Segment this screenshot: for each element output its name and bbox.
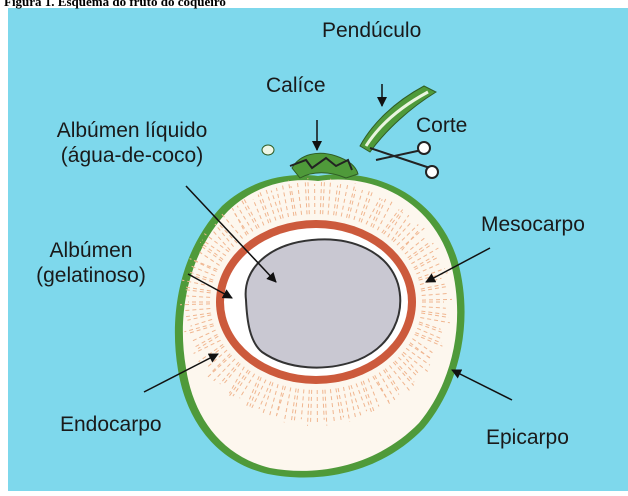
label-liquid-albumen-line1: Albúmen líquido [22,118,242,143]
label-epicarp: Epicarpo [486,425,569,450]
label-calyx: Calíce [266,73,326,98]
label-cut: Corte [416,113,467,138]
label-gelatinous-albumen-line2: (gelatinoso) [16,263,166,288]
label-liquid-albumen: Albúmen líquido (água-de-coco) [22,118,242,168]
label-gelatinous-albumen-line1: Albúmen [16,238,166,263]
figure-caption: Figura 1. Esquema do fruto do coqueiro [4,0,226,10]
label-liquid-albumen-line2: (água-de-coco) [22,143,242,168]
calyx-stub [262,145,274,155]
label-gelatinous-albumen: Albúmen (gelatinoso) [16,238,166,288]
label-peduncle: Pendúculo [322,18,421,43]
liquid-albumen-cavity [246,239,401,367]
label-endocarp: Endocarpo [60,412,162,437]
label-mesocarp: Mesocarpo [481,212,585,237]
